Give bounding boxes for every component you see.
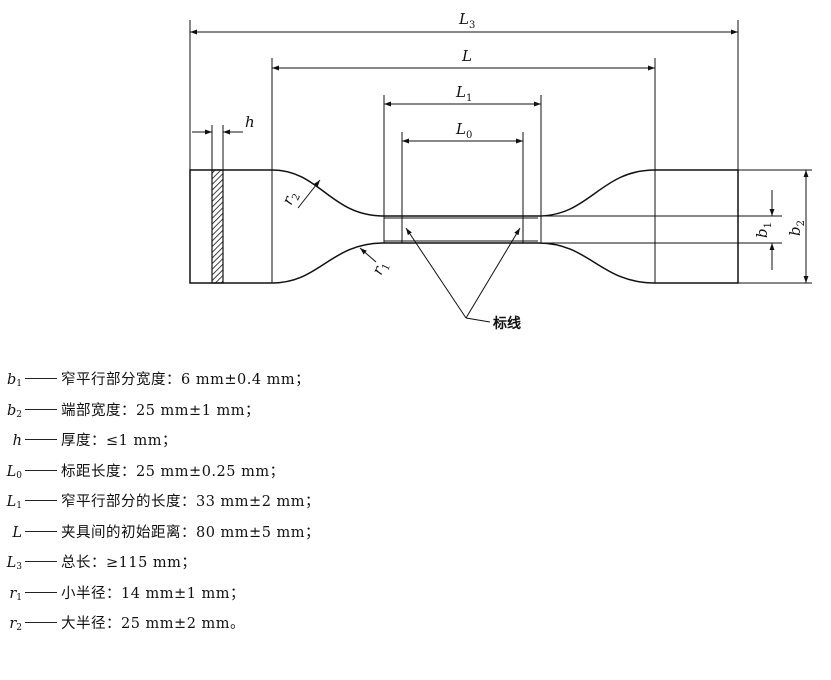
legend-dash: [25, 408, 57, 410]
legend-dash: [25, 530, 57, 532]
legend-item: L0 标距长度：25 mm±0.25 mm；: [0, 460, 285, 490]
legend-item: h 厚度：≤1 mm；: [0, 429, 177, 459]
label-r1: r1: [368, 258, 393, 279]
legend-symbol-sub: 1: [16, 592, 22, 603]
legend-symbol: b2: [0, 403, 22, 420]
legend-symbol-sub: 1: [16, 379, 22, 389]
label-gauge-mark: 标线: [492, 315, 521, 332]
legend-symbol-sub: 1: [16, 501, 22, 511]
legend-dash: [25, 561, 57, 562]
legend-item: b2 端部宽度：25 mm±1 mm；: [0, 399, 260, 429]
legend-text: 窄平行部分的长度：33 mm±2 mm；: [61, 494, 321, 510]
legend-symbol-base: L: [12, 524, 22, 541]
legend-text: 厚度：≤1 mm；: [61, 433, 177, 449]
legend-dash: [25, 591, 57, 593]
legend-text: 标距长度：25 mm±0.25 mm；: [61, 463, 285, 480]
gauge-leader-left: [405, 227, 467, 319]
legend-symbol-base: r: [9, 585, 17, 602]
legend-dash: [25, 622, 57, 623]
legend-symbol-base: L: [6, 494, 17, 510]
gauge-leader-right: [465, 227, 521, 319]
legend-item: L3 总长：≥115 mm；: [0, 551, 196, 581]
legend-symbol: r1: [0, 586, 22, 603]
legend-symbol: L1: [0, 494, 22, 511]
legend-text: 总长：≥115 mm；: [61, 555, 197, 571]
legend-symbol: L0: [0, 464, 22, 481]
label-L: L: [461, 47, 472, 65]
label-h: h: [245, 113, 255, 131]
legend-text: 小半径：14 mm±1 mm；: [61, 585, 246, 602]
legend-symbol-base: L: [6, 555, 17, 571]
legend-text: 端部宽度：25 mm±1 mm；: [61, 402, 261, 419]
legend-symbol-base: h: [12, 433, 22, 449]
specimen-outline: [189, 169, 739, 284]
legend-dash: [25, 500, 57, 501]
legend-symbol: b1: [0, 372, 22, 389]
legend-item: L 夹具间的初始距离：80 mm±5 mm；: [0, 521, 320, 551]
legend-dash: [25, 378, 57, 379]
specimen-drawing: L3 L L1 L0 h r2 r1 b1 b2 标线: [189, 10, 812, 332]
legend-dash: [25, 439, 57, 440]
legend-item: r1 小半径：14 mm±1 mm；: [0, 582, 245, 612]
legend-symbol-base: r: [9, 616, 17, 632]
legend-symbol-sub: 0: [16, 470, 22, 481]
legend-symbol-sub: 2: [16, 409, 22, 420]
legend-symbol-base: L: [6, 463, 17, 480]
legend-item: r2 大半径：25 mm±2 mm。: [0, 612, 245, 642]
dim-r1: [359, 247, 377, 263]
legend-item: b1 窄平行部分宽度：6 mm±0.4 mm；: [0, 368, 310, 398]
label-b2: b2: [786, 220, 807, 236]
legend-symbol: L: [0, 525, 22, 542]
legend-symbol-base: b: [6, 402, 17, 419]
legend-symbol: r2: [0, 616, 22, 633]
label-L0: L0: [455, 120, 472, 141]
label-L3: L3: [458, 10, 475, 31]
label-L1: L1: [455, 83, 472, 104]
thickness-section: [211, 169, 224, 284]
legend-symbol: L3: [0, 555, 22, 572]
legend-symbol-sub: 2: [16, 623, 22, 633]
legend-dash: [25, 469, 57, 471]
legend-text: 大半径：25 mm±2 mm。: [61, 616, 246, 632]
legend-symbol: h: [0, 433, 22, 450]
legend-text: 夹具间的初始距离：80 mm±5 mm；: [61, 524, 321, 541]
legend-symbol-base: b: [6, 372, 17, 388]
legend-text: 窄平行部分宽度：6 mm±0.4 mm；: [61, 372, 311, 388]
legend-item: L1 窄平行部分的长度：33 mm±2 mm；: [0, 490, 320, 520]
legend-symbol-sub: 3: [16, 562, 22, 572]
dim-r2: [297, 179, 321, 209]
label-b1: b1: [753, 222, 774, 238]
